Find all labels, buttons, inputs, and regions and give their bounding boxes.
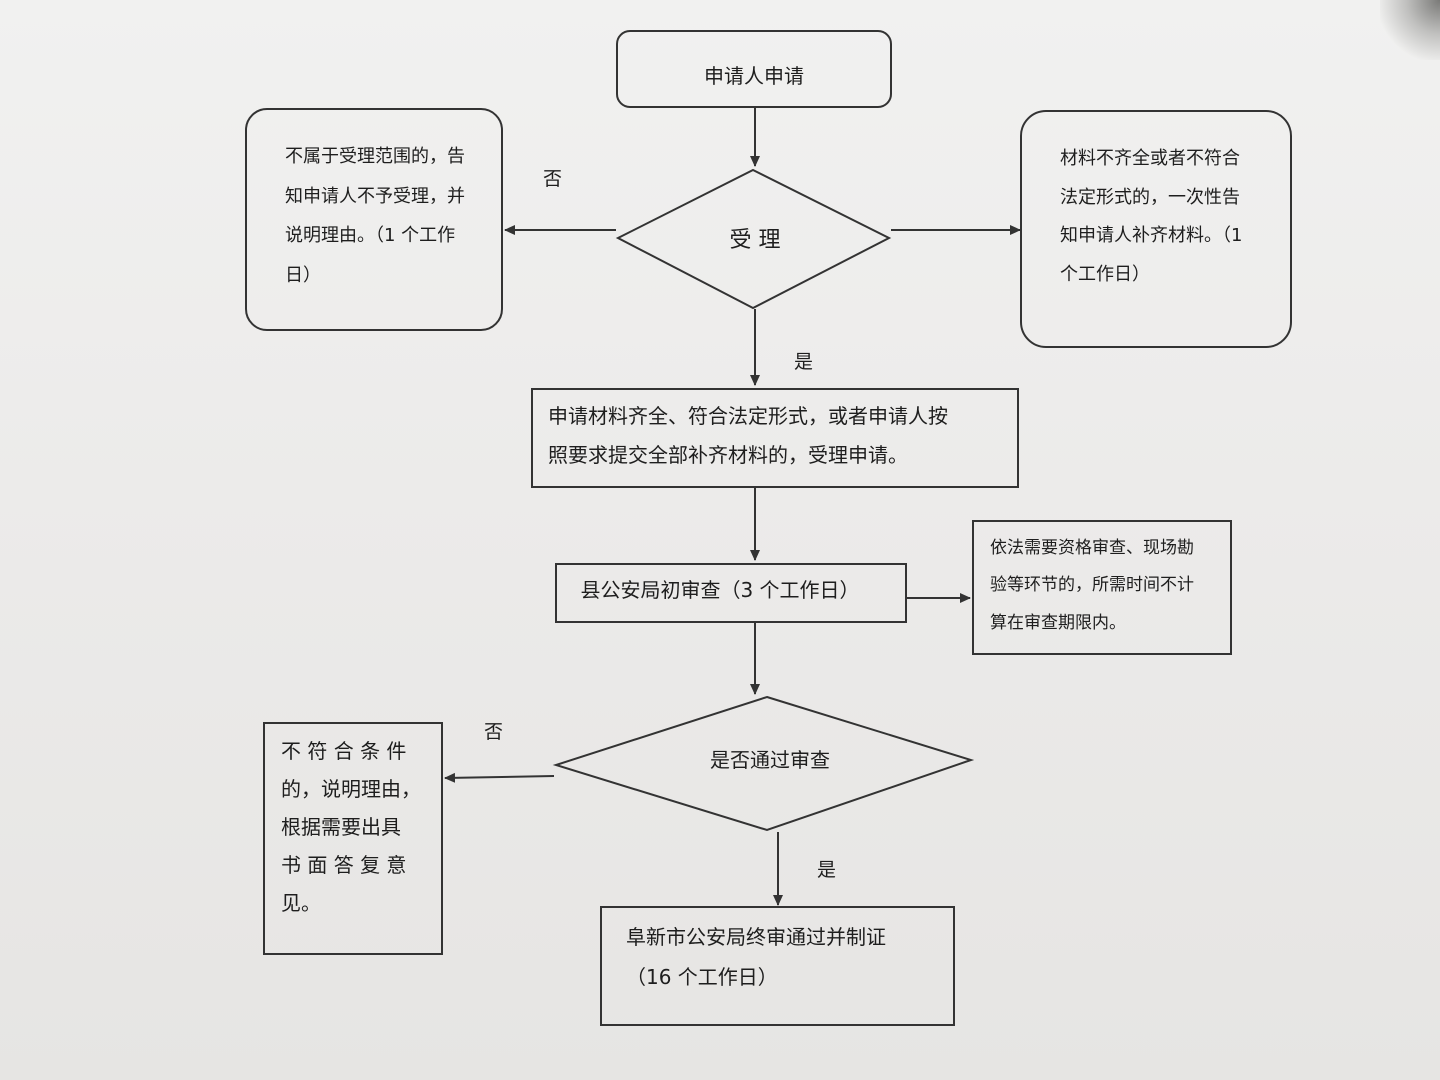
edge-label-yes-accept: 是	[794, 351, 814, 373]
decision-accept-diamond	[615, 168, 892, 310]
county-review-text: 县公安局初审查（3 个工作日）	[580, 578, 860, 602]
not-qualified-node	[263, 722, 443, 955]
reject-node	[245, 108, 503, 331]
final-review-node	[600, 906, 955, 1026]
decision-review-label: 是否通过审查	[710, 748, 830, 772]
final-review-text: 阜新市公安局终审通过并制证 （16 个工作日）	[626, 925, 886, 989]
reject-node-text: 不属于受理范围的，告 知申请人不予受理，并 说明理由。（1 个工作 日）	[285, 146, 465, 286]
decision-accept-label: 受 理	[729, 228, 781, 253]
not-qualified-text: 不 符 合 条 件 的，说明理由， 根据需要出具 书 面 答 复 意 见。	[281, 739, 421, 915]
accepted-node-text: 申请材料齐全、符合法定形式，或者申请人按 照要求提交全部补齐材料的，受理申请。	[548, 404, 948, 467]
edge-label-no-accept: 否	[543, 168, 563, 190]
county-review-node	[555, 563, 907, 623]
corner-shadow	[1380, 0, 1440, 60]
start-node-label: 申请人申请	[704, 64, 804, 88]
edge-label-yes-review: 是	[817, 859, 837, 881]
decision-review-diamond	[552, 695, 975, 832]
incomplete-node	[1020, 110, 1292, 348]
incomplete-node-text: 材料不齐全或者不符合 法定形式的，一次性告 知申请人补齐材料。（1 个工作日）	[1060, 148, 1243, 286]
edge-review-no	[444, 772, 555, 783]
start-node	[616, 30, 892, 108]
edge-label-no-review: 否	[484, 721, 504, 743]
qualification-note-node	[972, 520, 1232, 655]
accepted-node	[531, 388, 1019, 488]
qualification-note-text: 依法需要资格审查、现场勘 验等环节的，所需时间不计 算在审查期限内。	[990, 538, 1194, 633]
